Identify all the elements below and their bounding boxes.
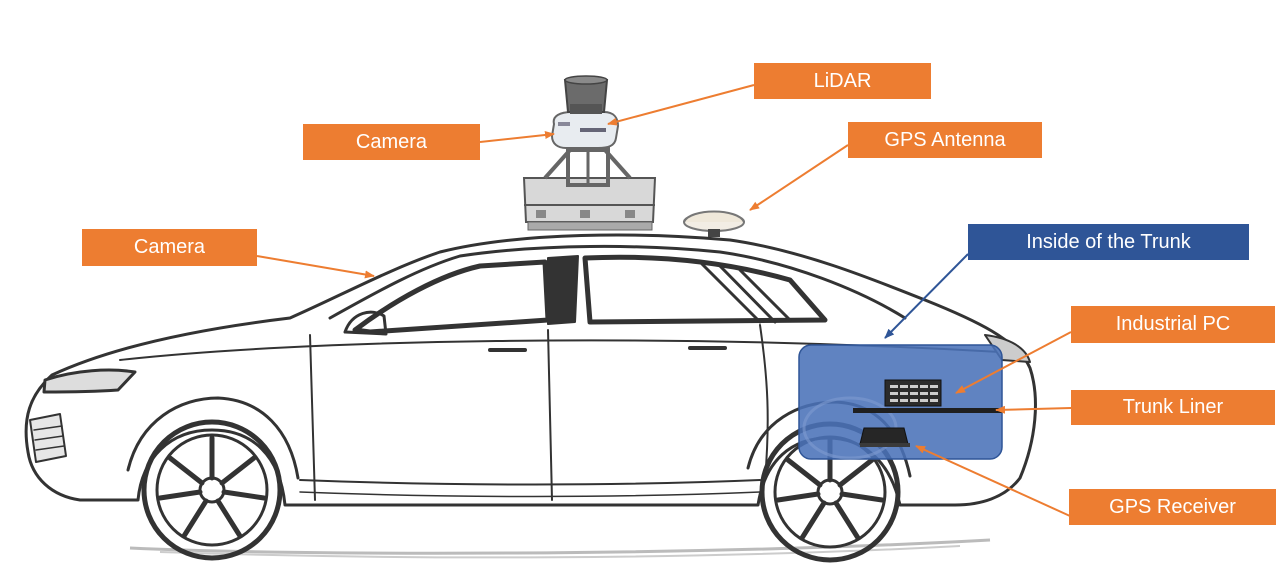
arrow-industrial-pc xyxy=(955,331,1072,394)
sedan-sketch-icon xyxy=(24,233,1037,563)
ground-shadow xyxy=(129,538,991,559)
gps-antenna-icon xyxy=(683,210,745,237)
arrow-gps-antenna xyxy=(749,144,849,211)
arrow-inside-trunk xyxy=(884,253,969,339)
arrow-gps-receiver xyxy=(915,445,1071,517)
trunk-panel xyxy=(798,344,1003,460)
trunk-liner-icon xyxy=(853,408,1002,413)
windshield-camera-label: Camera xyxy=(82,229,257,266)
front-wheel xyxy=(141,419,283,561)
roof-rack-icon xyxy=(522,143,657,231)
trunk-liner-label: Trunk Liner xyxy=(1071,390,1275,425)
industrial-pc-label: Industrial PC xyxy=(1071,306,1275,343)
arrow-trunk-liner xyxy=(995,405,1072,414)
gps-receiver-label: GPS Receiver xyxy=(1069,489,1276,525)
camera-icon xyxy=(550,111,620,149)
lidar-label: LiDAR xyxy=(754,63,931,99)
arrow-camera-front xyxy=(256,255,375,279)
arrow-lidar xyxy=(607,84,755,126)
industrial-pc-icon xyxy=(884,379,942,407)
gps-antenna-label: GPS Antenna xyxy=(848,122,1042,158)
gps-receiver-icon xyxy=(859,427,910,447)
inside-trunk-label: Inside of the Trunk xyxy=(968,224,1249,260)
roof-camera-label: Camera xyxy=(303,124,480,160)
arrows xyxy=(256,84,1072,517)
arrow-camera-top xyxy=(479,130,555,143)
lidar-sensor-icon xyxy=(563,75,609,114)
